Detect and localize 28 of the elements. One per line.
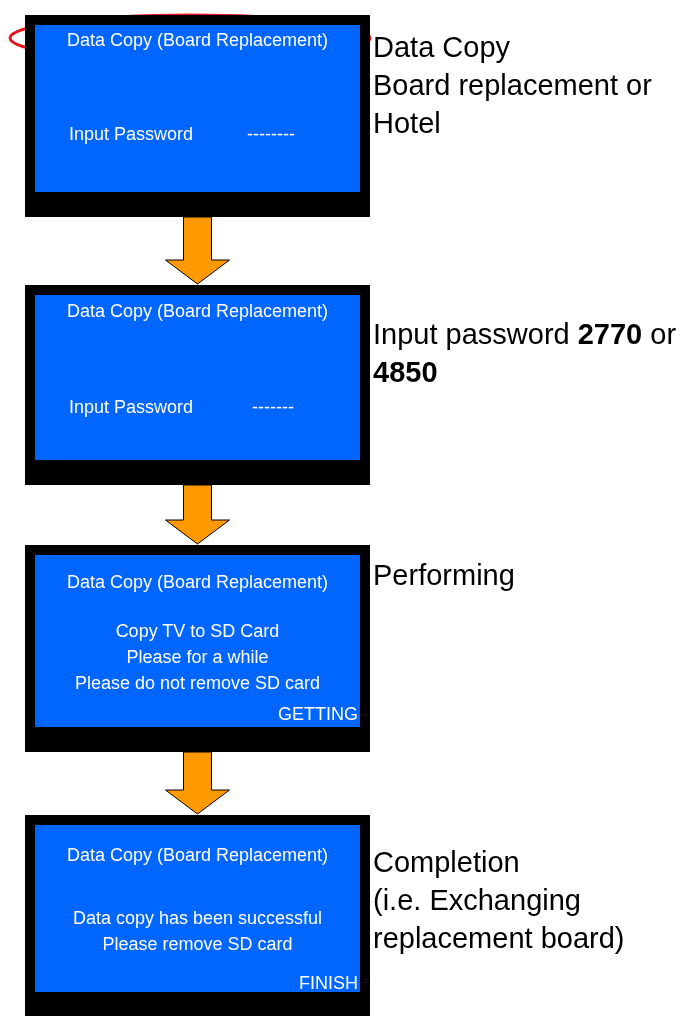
tv-screen: [25, 285, 370, 485]
tv-screen: [25, 15, 370, 217]
screen-text: Copy TV to SD Card: [114, 620, 281, 642]
screen-text: Data copy has been successful: [71, 907, 324, 929]
screen-text: Input Password: [69, 123, 194, 145]
block-arrow: [165, 484, 230, 545]
step-description: Data Copy: [373, 30, 511, 65]
screen-text: FINISH: [299, 972, 358, 994]
step-description: Performing: [373, 558, 516, 593]
block-arrow: [165, 751, 230, 815]
step-description: Board replacement or Hotel: [373, 68, 653, 141]
screen-text: Data Copy (Board Replacement): [65, 844, 330, 866]
screen-text: --------: [247, 123, 295, 145]
step-description: Completion: [373, 845, 521, 880]
step-description: Input password 2770 or 4850: [373, 317, 678, 390]
step-description: (i.e. Exchanging replacement board): [373, 883, 626, 956]
screen-text: -------: [252, 396, 294, 418]
screen-text: Data Copy (Board Replacement): [65, 300, 330, 322]
screen-text: Please do not remove SD card: [73, 672, 322, 694]
screen-text: Please remove SD card: [101, 933, 294, 955]
tv-screen: [25, 545, 370, 752]
screen-text: Data Copy (Board Replacement): [65, 571, 330, 593]
screen-text: GETTING: [278, 703, 358, 725]
screen-text: Data Copy (Board Replacement): [65, 29, 330, 51]
block-arrow: [165, 216, 230, 285]
screen-text: Please for a while: [125, 646, 270, 668]
tv-screen: [25, 815, 370, 1016]
screen-text: Input Password: [69, 396, 194, 418]
